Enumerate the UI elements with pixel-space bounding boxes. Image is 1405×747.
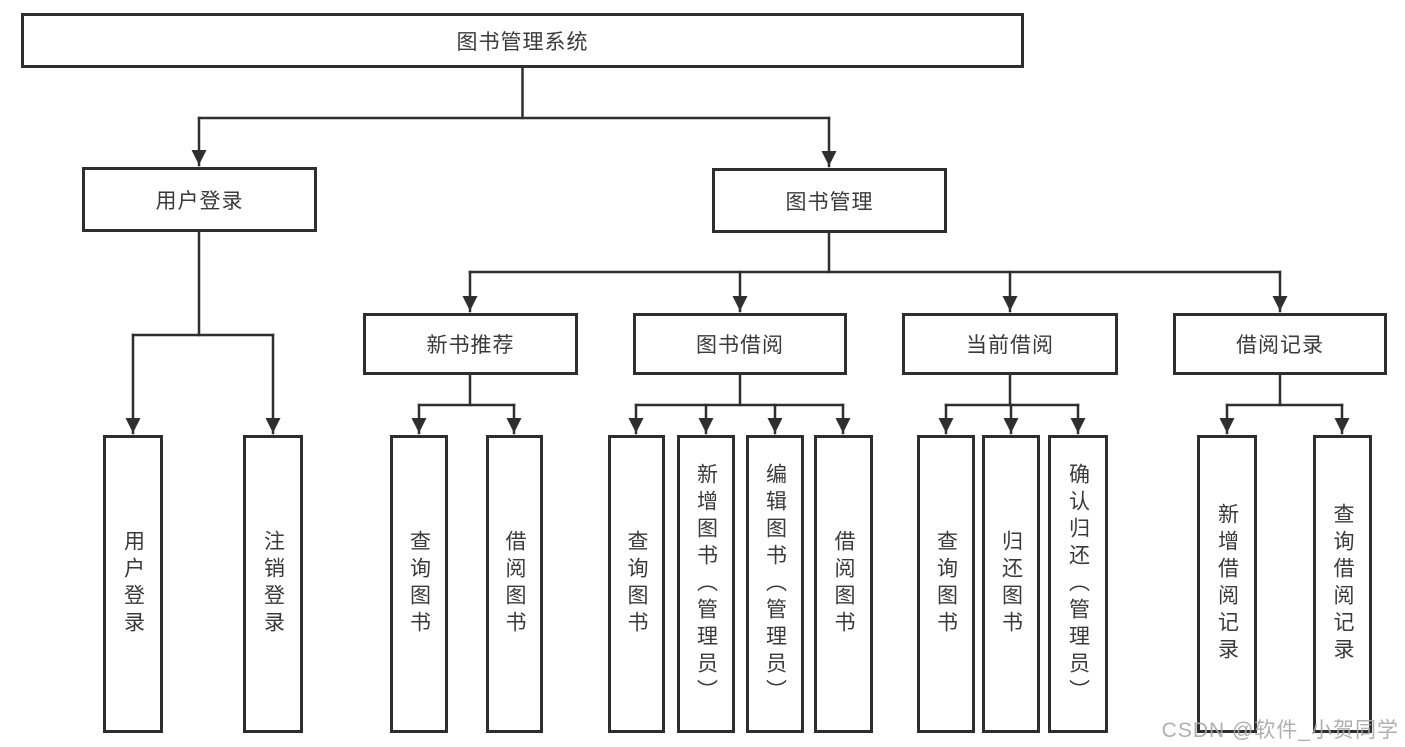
node-book-management: 图书管理	[712, 168, 947, 233]
node-current-borrow: 当前借阅	[902, 313, 1118, 375]
node-new-book-recommend: 新书推荐	[363, 313, 578, 375]
node-system-root: 图书管理系统	[21, 13, 1024, 68]
node-leaf-return-books: 归还图书	[982, 435, 1040, 733]
node-user-login: 用户登录	[82, 167, 317, 232]
node-leaf-query-books-2: 查询图书	[608, 435, 665, 733]
node-leaf-query-borrow-record: 查询借阅记录	[1313, 435, 1372, 733]
node-book-borrow: 图书借阅	[633, 313, 847, 375]
node-leaf-confirm-return-admin: 确认归还（管理员）	[1048, 435, 1108, 733]
node-leaf-logout: 注销登录	[243, 435, 303, 733]
node-leaf-borrow-books-2: 借阅图书	[814, 435, 873, 733]
node-leaf-edit-book-admin: 编辑图书（管理员）	[746, 435, 804, 733]
node-leaf-query-books-3: 查询图书	[917, 435, 975, 733]
node-leaf-borrow-books-1: 借阅图书	[486, 435, 543, 733]
node-borrow-records: 借阅记录	[1173, 313, 1387, 375]
node-leaf-user-login: 用户登录	[103, 435, 163, 733]
node-leaf-add-borrow-record: 新增借阅记录	[1197, 435, 1257, 733]
node-leaf-query-books-1: 查询图书	[390, 435, 448, 733]
csdn-watermark: CSDN @软件_小贺同学	[1161, 719, 1399, 742]
node-leaf-add-book-admin: 新增图书（管理员）	[677, 435, 735, 733]
